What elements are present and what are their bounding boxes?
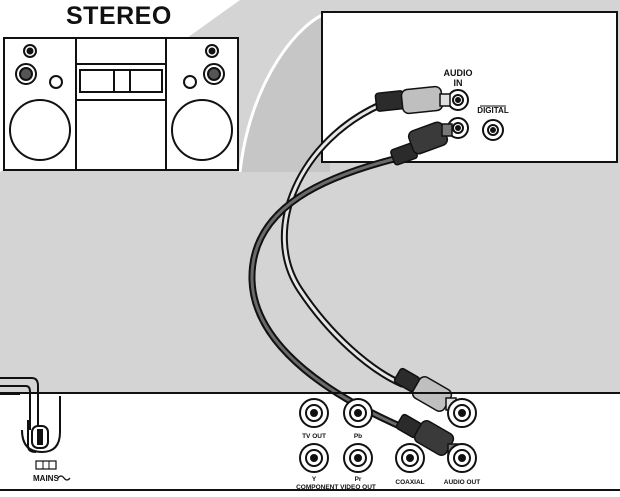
coaxial-label: COAXIAL xyxy=(395,479,424,486)
audio-out-jack-top xyxy=(447,398,477,428)
mains-cord xyxy=(0,377,61,454)
audio-cables xyxy=(248,100,408,432)
tv-out-label: TV OUT xyxy=(302,433,326,440)
mains-label: MAINS xyxy=(33,474,59,483)
plug-top-dark xyxy=(390,121,453,166)
pr-jack xyxy=(343,443,373,473)
y-label: Y xyxy=(312,476,317,483)
audio-out-jack-bottom xyxy=(447,443,477,473)
stereo-system xyxy=(3,37,239,171)
pr-label: Pr xyxy=(355,476,362,483)
plug-top-light xyxy=(374,85,451,115)
audio-in-jack-bottom xyxy=(447,117,469,139)
player-rear-panel: MAINS xyxy=(0,377,620,491)
audio-out-label: AUDIO OUT xyxy=(444,479,481,486)
pb-label: Pb xyxy=(354,433,362,440)
tv-out-jack xyxy=(299,398,329,428)
component-video-out-label: COMPONENT VIDEO OUT xyxy=(296,484,376,491)
digital-jack xyxy=(482,119,504,141)
audio-in-jack-top xyxy=(447,89,469,111)
audio-in-label-line2: IN xyxy=(454,78,463,88)
pb-jack xyxy=(343,398,373,428)
stereo-center-unit xyxy=(75,37,167,171)
digital-label: DIGITAL xyxy=(477,106,509,115)
stereo-input-panel: AUDIO IN DIGITAL xyxy=(321,11,618,163)
audio-in-label-line1: AUDIO xyxy=(444,68,473,78)
stereo-title: STEREO xyxy=(66,2,172,30)
coaxial-jack xyxy=(395,443,425,473)
y-jack xyxy=(299,443,329,473)
